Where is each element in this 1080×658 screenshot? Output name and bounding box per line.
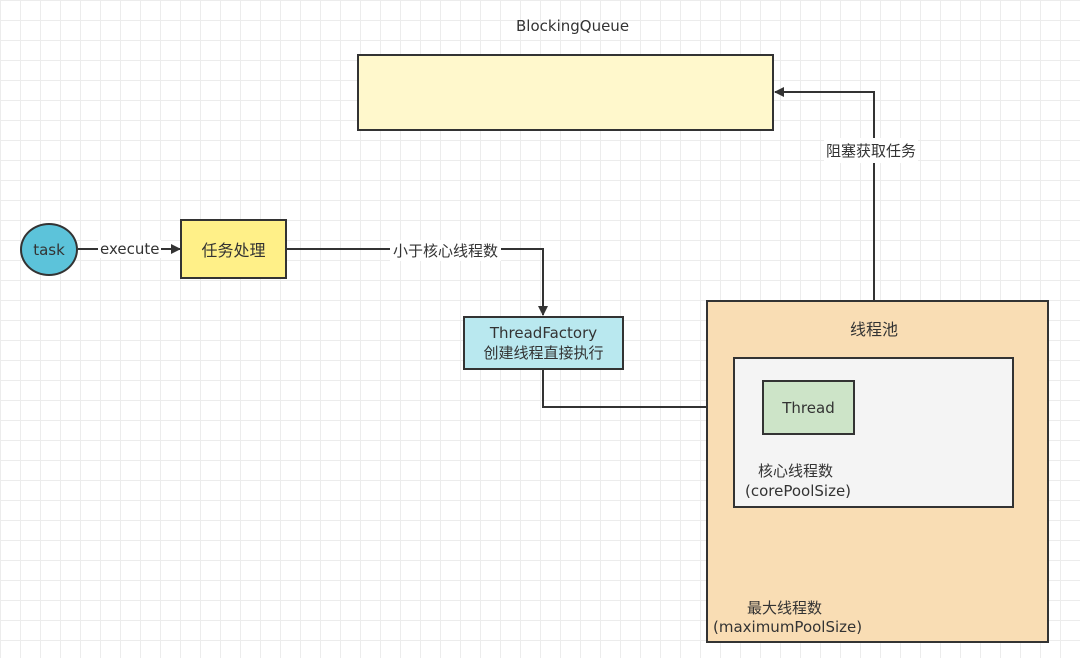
task-handle-label: 任务处理 [201,241,266,260]
less-than-core-label: 小于核心线程数 [390,240,502,261]
task-label: task [33,240,65,259]
max-pool-size-label: (maximumPoolSize) [713,618,863,636]
task-handle-node: 任务处理 [180,219,287,279]
queue-title: BlockingQueue [516,17,630,35]
thread-factory-node: ThreadFactory 创建线程直接执行 [463,316,624,370]
thread-label: Thread [782,398,835,417]
block-fetch-arrow [774,87,875,300]
execute-label: execute [98,240,162,258]
block-fetch-label: 阻塞获取任务 [824,138,919,163]
core-pool-size-label: (corePoolSize) [745,482,852,500]
max-pool-label: 最大线程数 [747,599,823,617]
thread-pool-title: 线程池 [850,320,899,339]
thread-factory-desc: 创建线程直接执行 [483,344,604,362]
thread-factory-label: ThreadFactory [489,324,598,342]
task-node: task [20,223,78,276]
thread-node: Thread [762,380,855,435]
core-pool-label: 核心线程数 [758,462,834,480]
blocking-queue-box [357,54,774,131]
